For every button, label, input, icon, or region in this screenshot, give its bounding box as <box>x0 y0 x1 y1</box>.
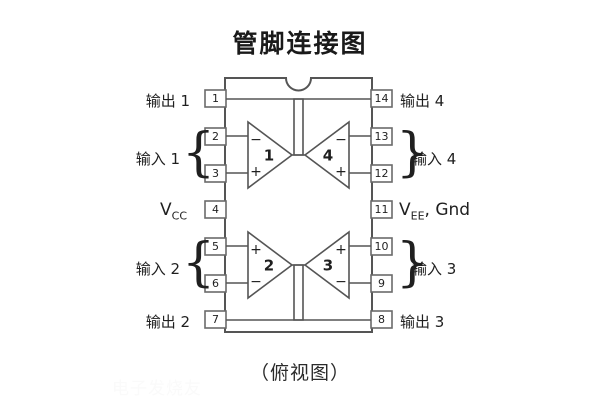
pin-number-14: 14 <box>375 92 389 105</box>
pin-number-5: 5 <box>212 240 219 253</box>
amp-3-top-sign: + <box>335 242 347 258</box>
pin-number-3: 3 <box>212 167 219 180</box>
brace-input-4: } <box>396 123 430 183</box>
pin-box-11 <box>370 200 393 219</box>
vee-subscript: EE <box>410 209 425 223</box>
watermark: 电子发烧友 <box>112 379 202 399</box>
pin-number-9: 9 <box>378 277 385 290</box>
pin-number-6: 6 <box>212 277 219 290</box>
amp-1-number: 1 <box>264 147 274 165</box>
amp-2-triangle <box>247 230 294 300</box>
amp-4-bottom-sign: + <box>335 164 347 180</box>
pin-box-4 <box>204 200 227 219</box>
label-output-3: 输出 3 <box>400 313 445 331</box>
label-output-1: 输出 1 <box>145 92 190 110</box>
label-output-4: 输出 4 <box>400 92 445 110</box>
vcc-subscript: CC <box>171 209 188 223</box>
pin-number-10: 10 <box>375 240 389 253</box>
pin-number-7: 7 <box>212 313 219 326</box>
vee-main: V <box>399 200 411 220</box>
diagram-caption: （俯视图） <box>249 362 350 384</box>
label-input-2: 输入 2 <box>135 260 180 278</box>
pin-number-1: 1 <box>212 92 219 105</box>
amp-3-bottom-sign: − <box>335 274 347 290</box>
pin-number-2: 2 <box>212 130 219 143</box>
diagram-title: 管脚连接图 <box>232 29 368 58</box>
label-input-4: 输入 4 <box>412 150 457 168</box>
label-input-3: 输入 3 <box>412 260 457 278</box>
pin-number-12: 12 <box>375 167 389 180</box>
label-vee-gnd: VEE, Gnd <box>399 200 470 222</box>
label-output-2: 输出 2 <box>145 313 190 331</box>
amp-2-number: 2 <box>264 257 274 275</box>
amp-2-top-sign: + <box>250 242 262 258</box>
amp-3-triangle <box>303 230 350 300</box>
amp-1-top-sign: − <box>250 132 262 148</box>
amp-1-triangle <box>247 120 294 190</box>
amp-2-bottom-sign: − <box>250 274 262 290</box>
brace-input-2: { <box>182 233 216 293</box>
amp-3-number: 3 <box>323 257 333 275</box>
amp-4-top-sign: − <box>335 132 347 148</box>
brace-input-1: { <box>182 123 216 183</box>
label-vcc: VCC <box>160 200 187 222</box>
vcc-main: V <box>160 200 172 220</box>
vee-rest: , Gnd <box>424 200 471 220</box>
pin-number-11: 11 <box>375 203 389 216</box>
amp-1-bottom-sign: + <box>250 164 262 180</box>
label-input-1: 输入 1 <box>135 150 180 168</box>
amp-4-output-lead <box>293 98 371 156</box>
chip-body-outline <box>224 77 373 333</box>
pin-number-13: 13 <box>375 130 389 143</box>
pin-number-8: 8 <box>378 313 385 326</box>
brace-input-3: } <box>396 233 430 293</box>
pin-number-4: 4 <box>212 203 219 216</box>
amp-4-number: 4 <box>323 147 333 165</box>
amp-4-triangle <box>303 120 350 190</box>
amp-3-output-lead <box>293 264 371 321</box>
